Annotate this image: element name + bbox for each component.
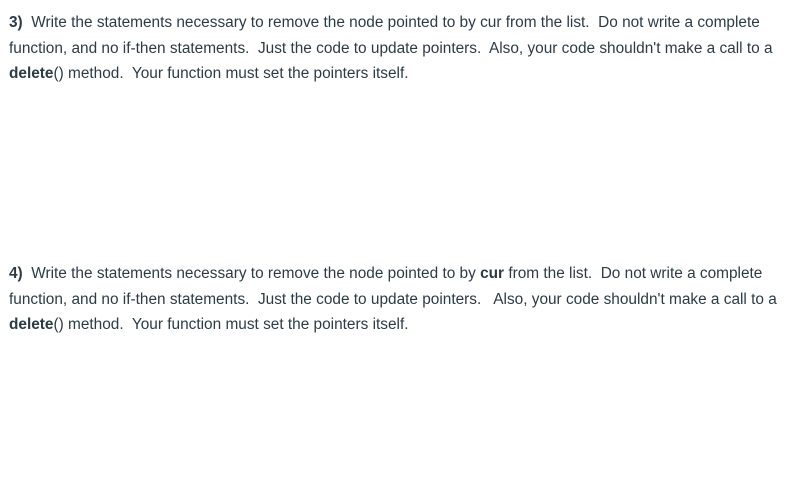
bold-text-segment: delete	[9, 316, 54, 334]
question-line: function, and no if-then statements. Jus…	[9, 287, 777, 313]
bold-text-segment: cur	[480, 265, 505, 282]
question-line: 4) Write the statements necessary to rem…	[9, 261, 777, 287]
question-line: 3) Write the statements necessary to rem…	[9, 10, 773, 36]
text-segment: from the list. Do not write a complete	[504, 265, 763, 282]
question-line: delete() method. Your function must set …	[9, 312, 777, 338]
linked-list-diagram-2	[150, 343, 700, 494]
question-line: delete() method. Your function must set …	[9, 61, 773, 87]
question-line: function, and no if-then statements. Jus…	[9, 36, 773, 62]
bold-text-segment: 4)	[9, 265, 23, 282]
question-4-text: 4) Write the statements necessary to rem…	[9, 261, 777, 338]
text-segment: function, and no if-then statements. Jus…	[9, 39, 773, 57]
bold-text-segment: 3)	[9, 14, 23, 31]
text-segment: Write the statements necessary to remove…	[22, 265, 481, 282]
text-segment: () method. Your function must set the po…	[53, 65, 409, 83]
text-segment: Write the statements necessary to remove…	[22, 14, 760, 31]
text-segment: function, and no if-then statements. Jus…	[9, 290, 777, 308]
bold-text-segment: delete	[9, 65, 54, 83]
text-segment: () method. Your function must set the po…	[53, 316, 409, 334]
question-3-text: 3) Write the statements necessary to rem…	[9, 10, 773, 87]
linked-list-diagram-1	[150, 95, 700, 243]
